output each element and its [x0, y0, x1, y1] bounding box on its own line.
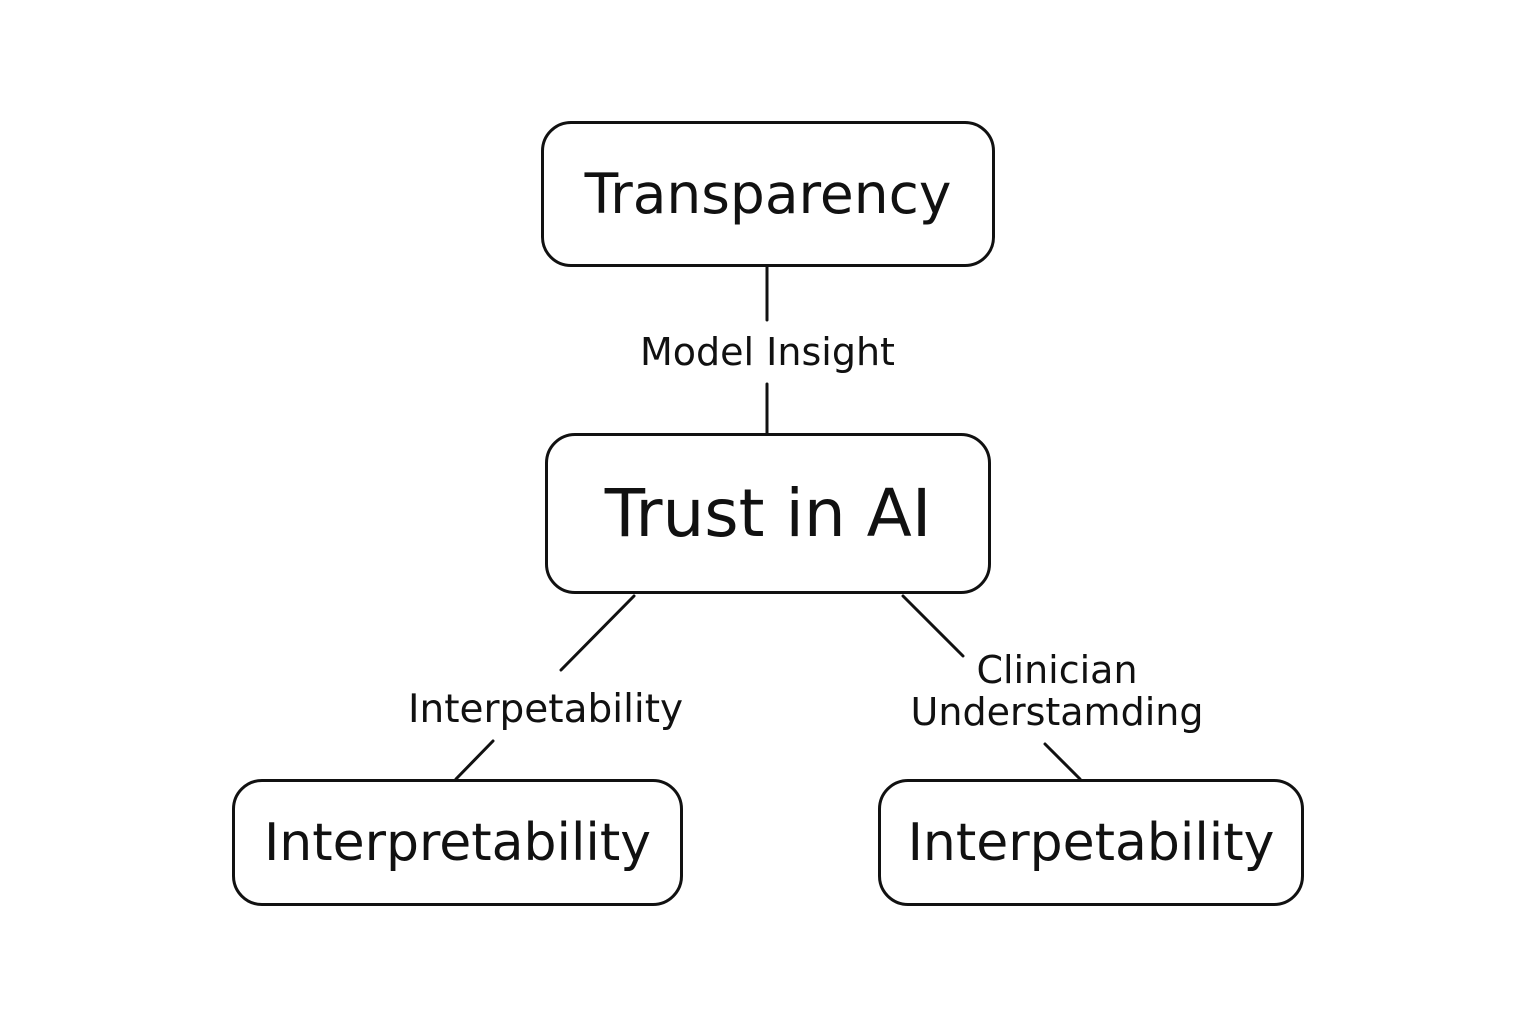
edge-label-understamding-line: Understamding — [910, 689, 1204, 734]
edge-label-interpetability: Interpetability — [408, 687, 684, 732]
edge-center-right-upper — [901, 594, 965, 658]
edge-center-left-upper — [559, 594, 636, 672]
edge-label-clinician-line: Clinician — [976, 648, 1138, 692]
edge-center-left-lower — [454, 739, 495, 781]
edge-label-clinician-understamding: Clinician Understamding — [907, 648, 1207, 734]
node-trust-in-ai: Trust in AI — [545, 433, 991, 594]
edge-center-right-lower — [1043, 742, 1082, 781]
node-interpretability-left-label: Interpretability — [263, 812, 652, 873]
node-transparency: Transparency — [541, 121, 995, 267]
edge-label-model-insight: Model Insight — [640, 330, 895, 374]
node-interpretability-left: Interpretability — [232, 779, 683, 906]
node-interpetability-right-label: Interpetability — [907, 812, 1275, 873]
node-transparency-label: Transparency — [584, 162, 952, 226]
node-interpetability-right: Interpetability — [878, 779, 1304, 906]
node-trust-in-ai-label: Trust in AI — [604, 475, 932, 552]
